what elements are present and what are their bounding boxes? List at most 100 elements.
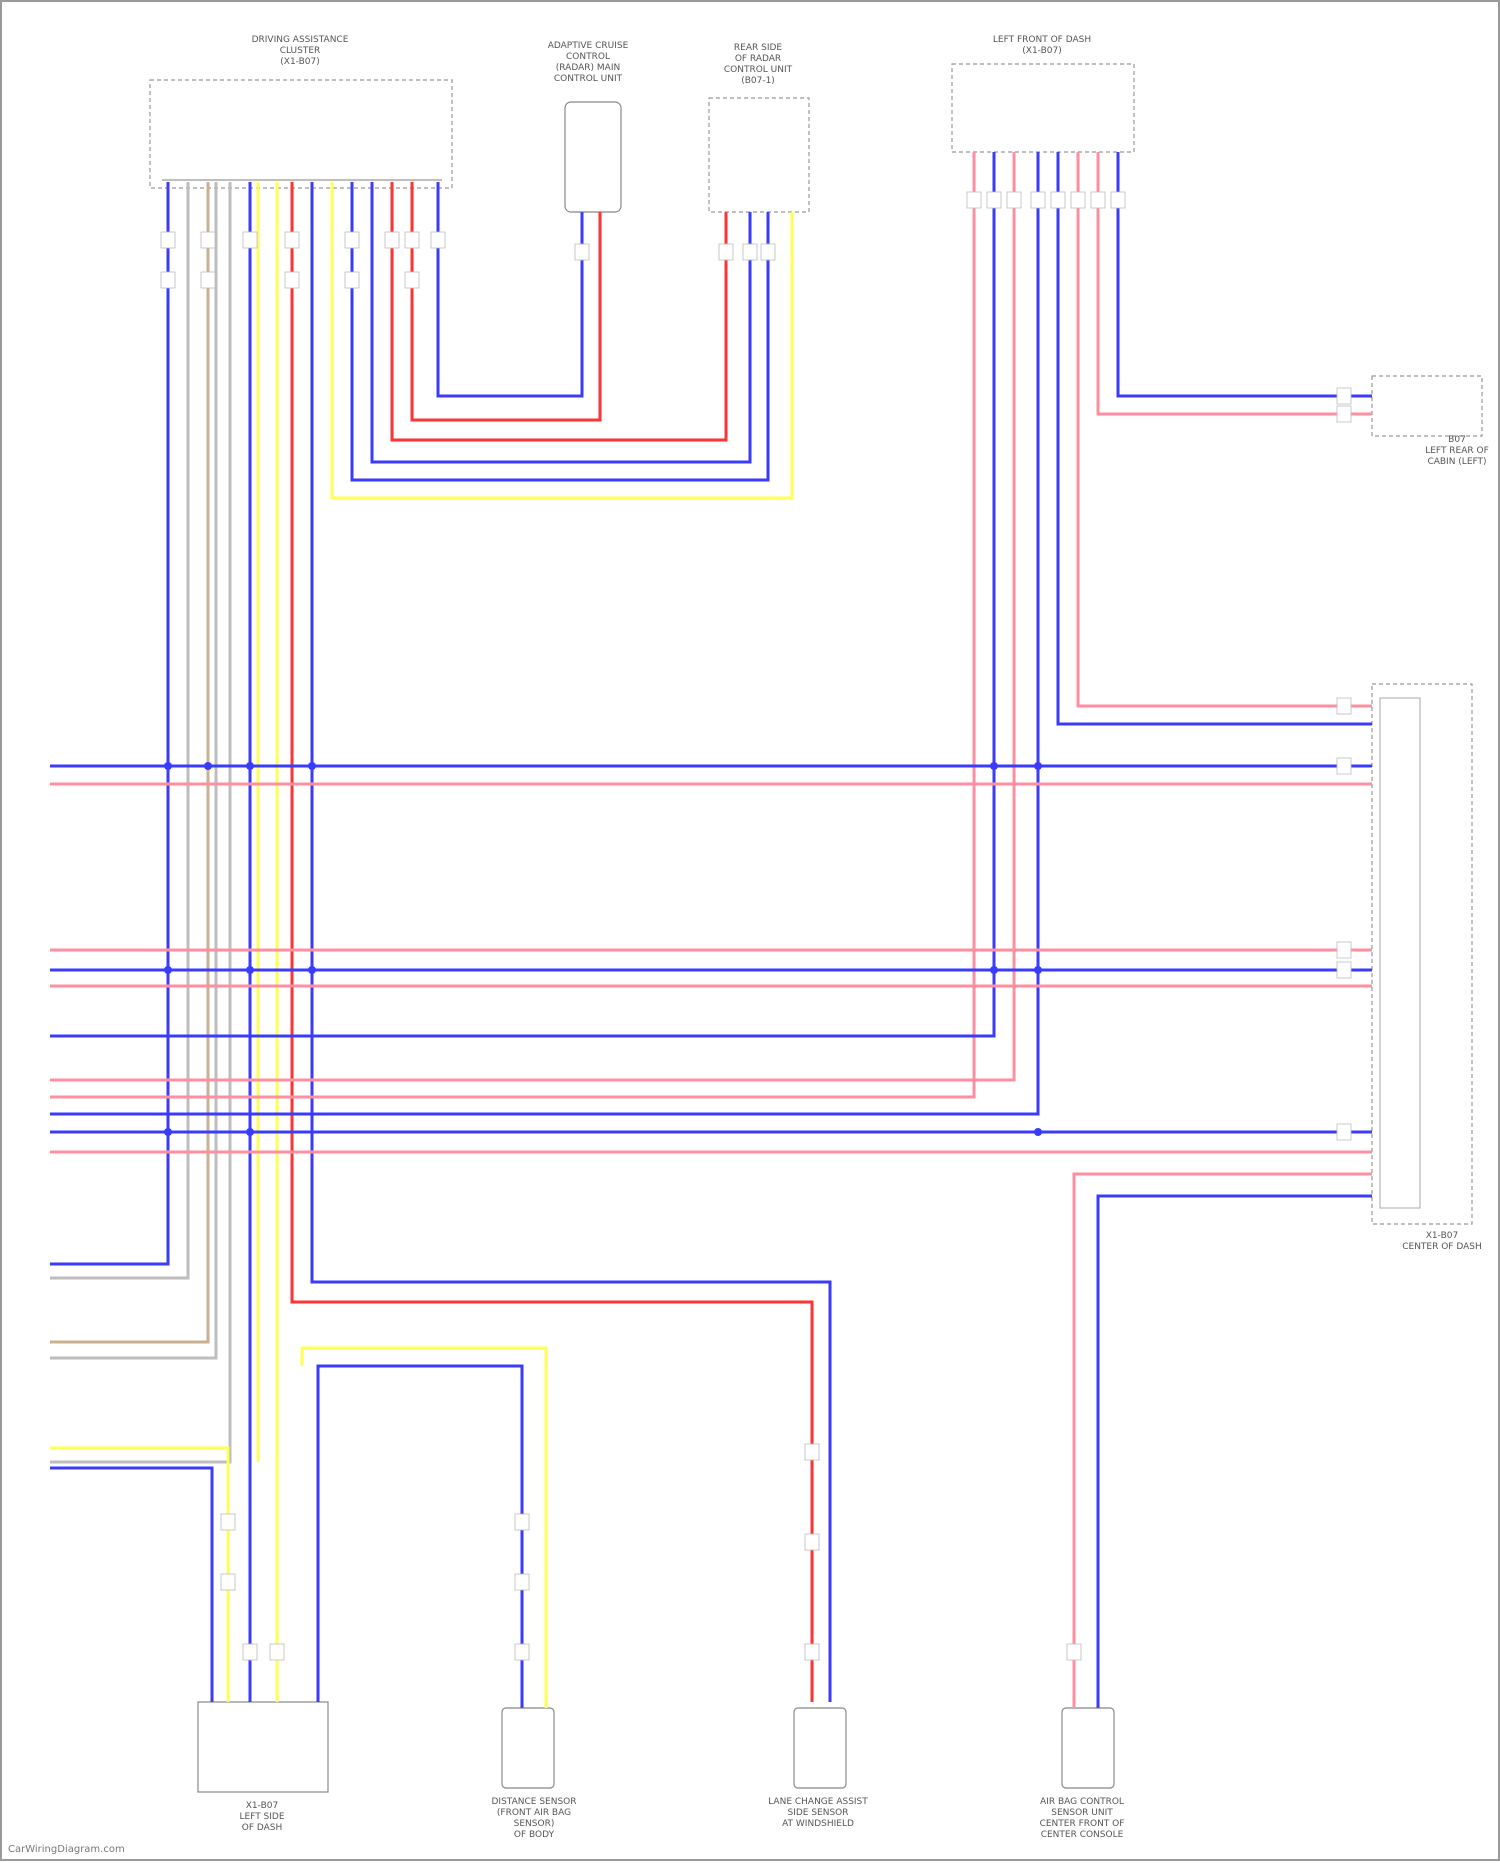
pin-tag-31 bbox=[1337, 1124, 1351, 1140]
pin-tag-30 bbox=[1337, 962, 1351, 978]
pin-tag-0 bbox=[161, 232, 175, 248]
footer-watermark: CarWiringDiagram.com bbox=[8, 1844, 125, 1855]
airbag-sensor-connector bbox=[1062, 1708, 1114, 1788]
cruise-control-unit bbox=[565, 102, 621, 212]
pin-tag-27 bbox=[1337, 698, 1351, 714]
wire-blue-tr-4 bbox=[1118, 152, 1372, 396]
wire-red-loop-1 bbox=[392, 182, 726, 440]
splice-dot-6 bbox=[164, 966, 172, 974]
pin-tag-41 bbox=[515, 1644, 529, 1660]
wire-red-loop-2 bbox=[412, 182, 600, 420]
wire-yellow-loop bbox=[332, 182, 792, 498]
wire-yellow-to-distance bbox=[302, 1348, 546, 1708]
pin-tag-29 bbox=[1337, 942, 1351, 958]
wire-blue-tr-3 bbox=[1058, 152, 1372, 724]
left-side-dash-connector bbox=[198, 1702, 328, 1792]
wire-red-to-lane bbox=[292, 182, 812, 1702]
pin-tag-39 bbox=[243, 1644, 257, 1660]
distance-sensor-connector bbox=[502, 1708, 554, 1788]
pin-tag-17 bbox=[967, 192, 981, 208]
pin-tag-12 bbox=[405, 272, 419, 288]
wire-pink-tr-2 bbox=[50, 152, 1014, 1080]
pin-tag-9 bbox=[201, 272, 215, 288]
pin-tag-2 bbox=[243, 232, 257, 248]
left-front-dash-outline bbox=[952, 64, 1134, 152]
wire-gray-left-3 bbox=[50, 182, 230, 1462]
pin-tag-24 bbox=[1111, 192, 1125, 208]
pin-tag-36 bbox=[805, 1444, 819, 1460]
pin-tag-40 bbox=[270, 1644, 284, 1660]
splice-dot-4 bbox=[990, 762, 998, 770]
pin-tag-1 bbox=[201, 232, 215, 248]
center-dash-inner bbox=[1380, 698, 1420, 1208]
pin-tag-16 bbox=[761, 244, 775, 260]
pin-tag-37 bbox=[805, 1534, 819, 1550]
pin-tag-6 bbox=[405, 232, 419, 248]
center-dash-connector-outline bbox=[1372, 684, 1472, 1224]
pin-tag-35 bbox=[515, 1574, 529, 1590]
pin-tag-18 bbox=[987, 192, 1001, 208]
wire-pink-tr-3 bbox=[1078, 152, 1372, 706]
pin-tag-19 bbox=[1007, 192, 1021, 208]
splice-dot-8 bbox=[308, 966, 316, 974]
pin-tag-32 bbox=[221, 1514, 235, 1530]
pin-tag-28 bbox=[1337, 758, 1351, 774]
radar-control-outline bbox=[709, 98, 809, 212]
pin-tag-26 bbox=[1337, 406, 1351, 422]
pin-tag-13 bbox=[575, 244, 589, 260]
pin-tag-14 bbox=[719, 244, 733, 260]
splice-dot-11 bbox=[164, 1128, 172, 1136]
wire-pink-tr-4 bbox=[1098, 152, 1372, 414]
pin-tag-11 bbox=[345, 272, 359, 288]
splice-dot-1 bbox=[204, 762, 212, 770]
pin-tag-22 bbox=[1071, 192, 1085, 208]
pin-tag-5 bbox=[385, 232, 399, 248]
wire-blue-to-distance bbox=[318, 1366, 522, 1708]
pin-tag-23 bbox=[1091, 192, 1105, 208]
wire-blue-to-lane bbox=[312, 182, 830, 1702]
pin-tag-20 bbox=[1031, 192, 1045, 208]
pin-tag-3 bbox=[285, 232, 299, 248]
wire-yellow-lower-left bbox=[50, 1448, 228, 1702]
wire-blue-lower-left bbox=[50, 1468, 212, 1702]
splice-dot-2 bbox=[246, 762, 254, 770]
lane-change-connector bbox=[794, 1708, 846, 1788]
wire-tan-left-1 bbox=[50, 182, 208, 1342]
splice-dot-3 bbox=[308, 762, 316, 770]
pin-tag-8 bbox=[161, 272, 175, 288]
pin-tag-42 bbox=[805, 1644, 819, 1660]
right-edge-connector-outline bbox=[1372, 376, 1482, 436]
splice-dot-7 bbox=[246, 966, 254, 974]
splice-dot-12 bbox=[246, 1128, 254, 1136]
pin-tag-15 bbox=[743, 244, 757, 260]
splice-dot-9 bbox=[990, 966, 998, 974]
pin-tag-4 bbox=[345, 232, 359, 248]
pin-tag-10 bbox=[285, 272, 299, 288]
wire-blue-loop-3 bbox=[438, 182, 582, 396]
wire-blue-airbag bbox=[1098, 1196, 1372, 1708]
pin-tag-38 bbox=[1067, 1644, 1081, 1660]
pin-tag-34 bbox=[515, 1514, 529, 1530]
wire-blue-loop-1 bbox=[352, 182, 768, 480]
splice-dot-13 bbox=[1034, 1128, 1042, 1136]
pin-tag-25 bbox=[1337, 388, 1351, 404]
wire-gray-left-2 bbox=[50, 182, 216, 1358]
pin-tag-33 bbox=[221, 1574, 235, 1590]
wire-pink-airbag bbox=[1074, 1174, 1372, 1708]
splice-dot-10 bbox=[1034, 966, 1042, 974]
wire-blue-tr-1 bbox=[50, 152, 994, 1036]
cluster-outline bbox=[150, 80, 452, 188]
pin-tag-21 bbox=[1051, 192, 1065, 208]
splice-dot-0 bbox=[164, 762, 172, 770]
wire-blue-left-1 bbox=[50, 182, 168, 1264]
